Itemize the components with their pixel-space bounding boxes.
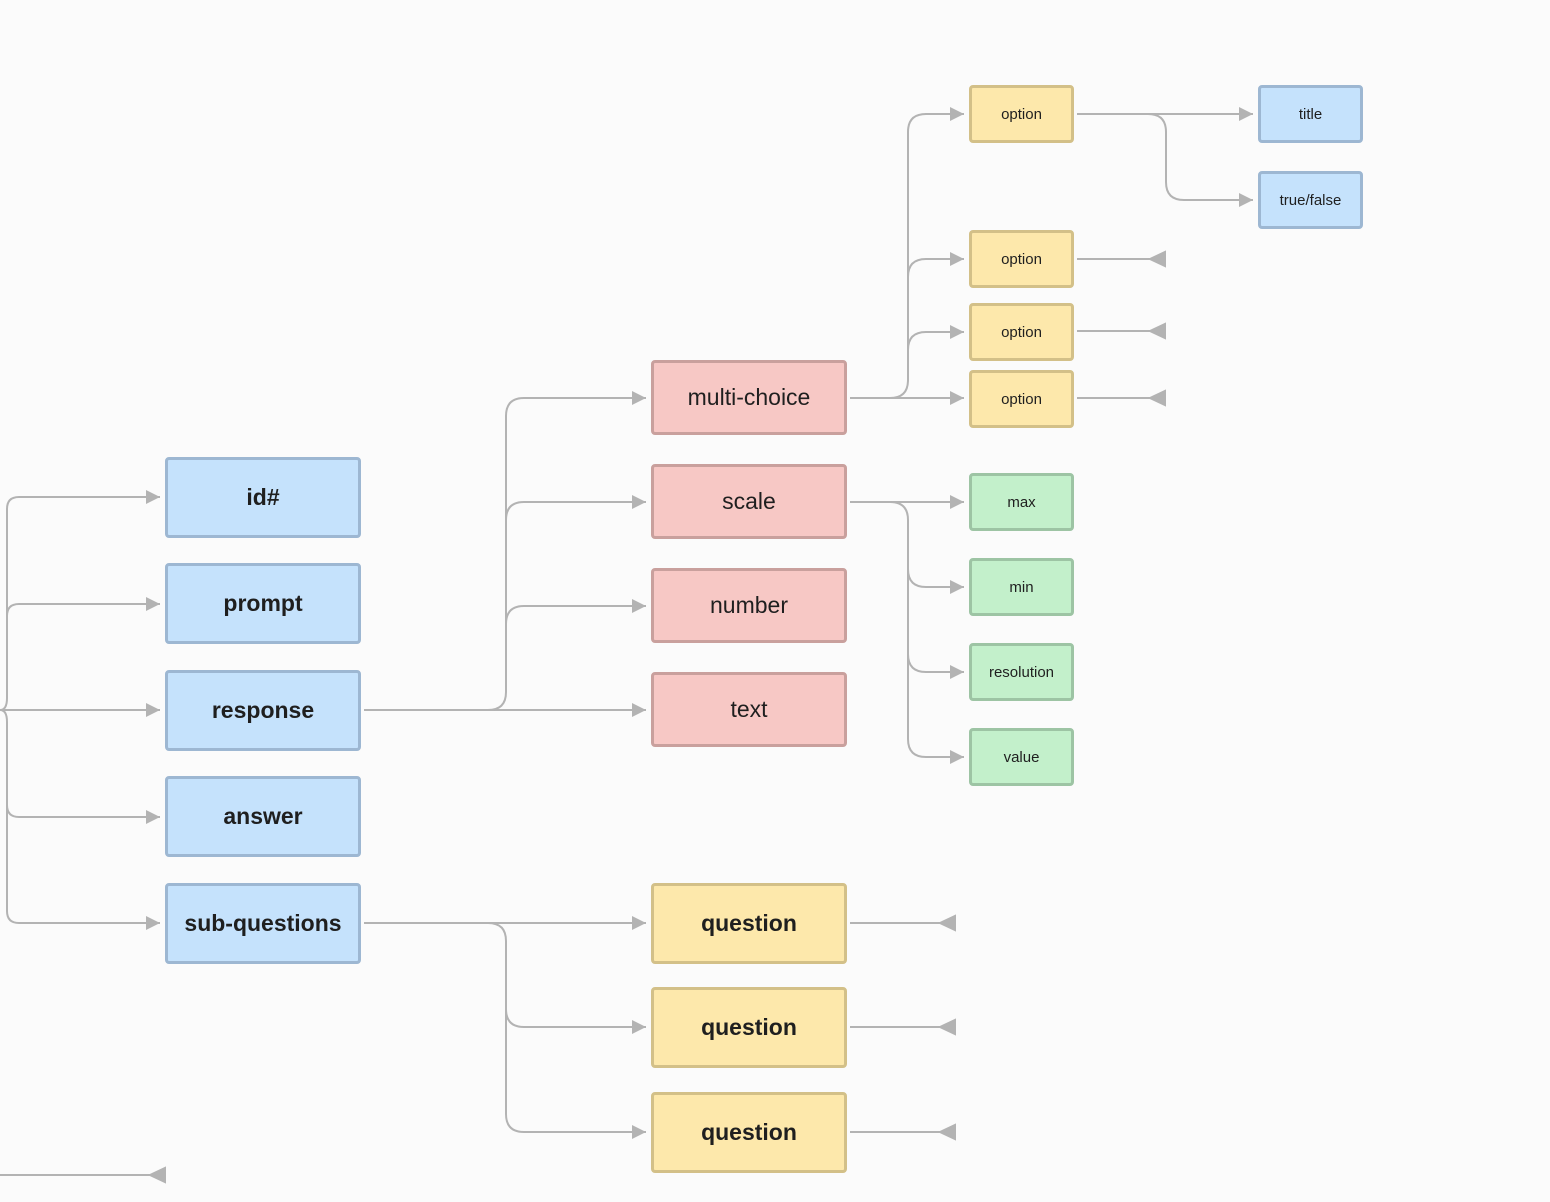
node-id[interactable]: id# <box>165 457 361 538</box>
node-title[interactable]: title <box>1258 85 1363 143</box>
collapsed-arrow-icon <box>1147 322 1166 340</box>
node-scale[interactable]: scale <box>651 464 847 539</box>
link-mc-opt1 <box>850 107 964 399</box>
node-option[interactable]: option <box>969 230 1074 288</box>
node-response[interactable]: response <box>165 670 361 751</box>
node-multi-choice[interactable]: multi-choice <box>651 360 847 435</box>
node-option[interactable]: option <box>969 370 1074 428</box>
link-subq-q3 <box>505 1009 646 1139</box>
node-text[interactable]: text <box>651 672 847 747</box>
link-scale-value <box>907 654 964 764</box>
collapsed-arrow-icon <box>937 1018 956 1036</box>
node-resolution[interactable]: resolution <box>969 643 1074 701</box>
collapsed-arrow-icon <box>937 1123 956 1141</box>
link-response-mc <box>364 391 646 711</box>
node-true-false[interactable]: true/false <box>1258 171 1363 229</box>
link-root-prompt <box>6 597 160 617</box>
collapsed-arrow-icon <box>937 914 956 932</box>
node-question[interactable]: question <box>651 1092 847 1173</box>
collapsed-arrow-icon <box>1147 250 1166 268</box>
node-prompt[interactable]: prompt <box>165 563 361 644</box>
link-scale-min <box>850 501 964 594</box>
link-mc-opt3 <box>907 325 964 351</box>
node-value[interactable]: value <box>969 728 1074 786</box>
link-mc-opt2 <box>907 252 964 278</box>
collapsed-arrow-icon <box>1147 389 1166 407</box>
node-answer[interactable]: answer <box>165 776 361 857</box>
node-question[interactable]: question <box>651 987 847 1068</box>
link-root-subq <box>6 805 160 930</box>
link-root-id <box>0 490 160 711</box>
link-subq-q2 <box>487 922 646 1034</box>
link-root-answer <box>0 709 160 824</box>
link-response-number <box>505 599 646 625</box>
node-sub-questions[interactable]: sub-questions <box>165 883 361 964</box>
node-min[interactable]: min <box>969 558 1074 616</box>
node-number[interactable]: number <box>651 568 847 643</box>
node-question[interactable]: question <box>651 883 847 964</box>
node-max[interactable]: max <box>969 473 1074 531</box>
link-response-scale <box>505 495 646 521</box>
link-opt-tf <box>1077 113 1253 207</box>
node-option[interactable]: option <box>969 303 1074 361</box>
collapsed-arrow-icon <box>147 1166 166 1184</box>
node-option[interactable]: option <box>969 85 1074 143</box>
